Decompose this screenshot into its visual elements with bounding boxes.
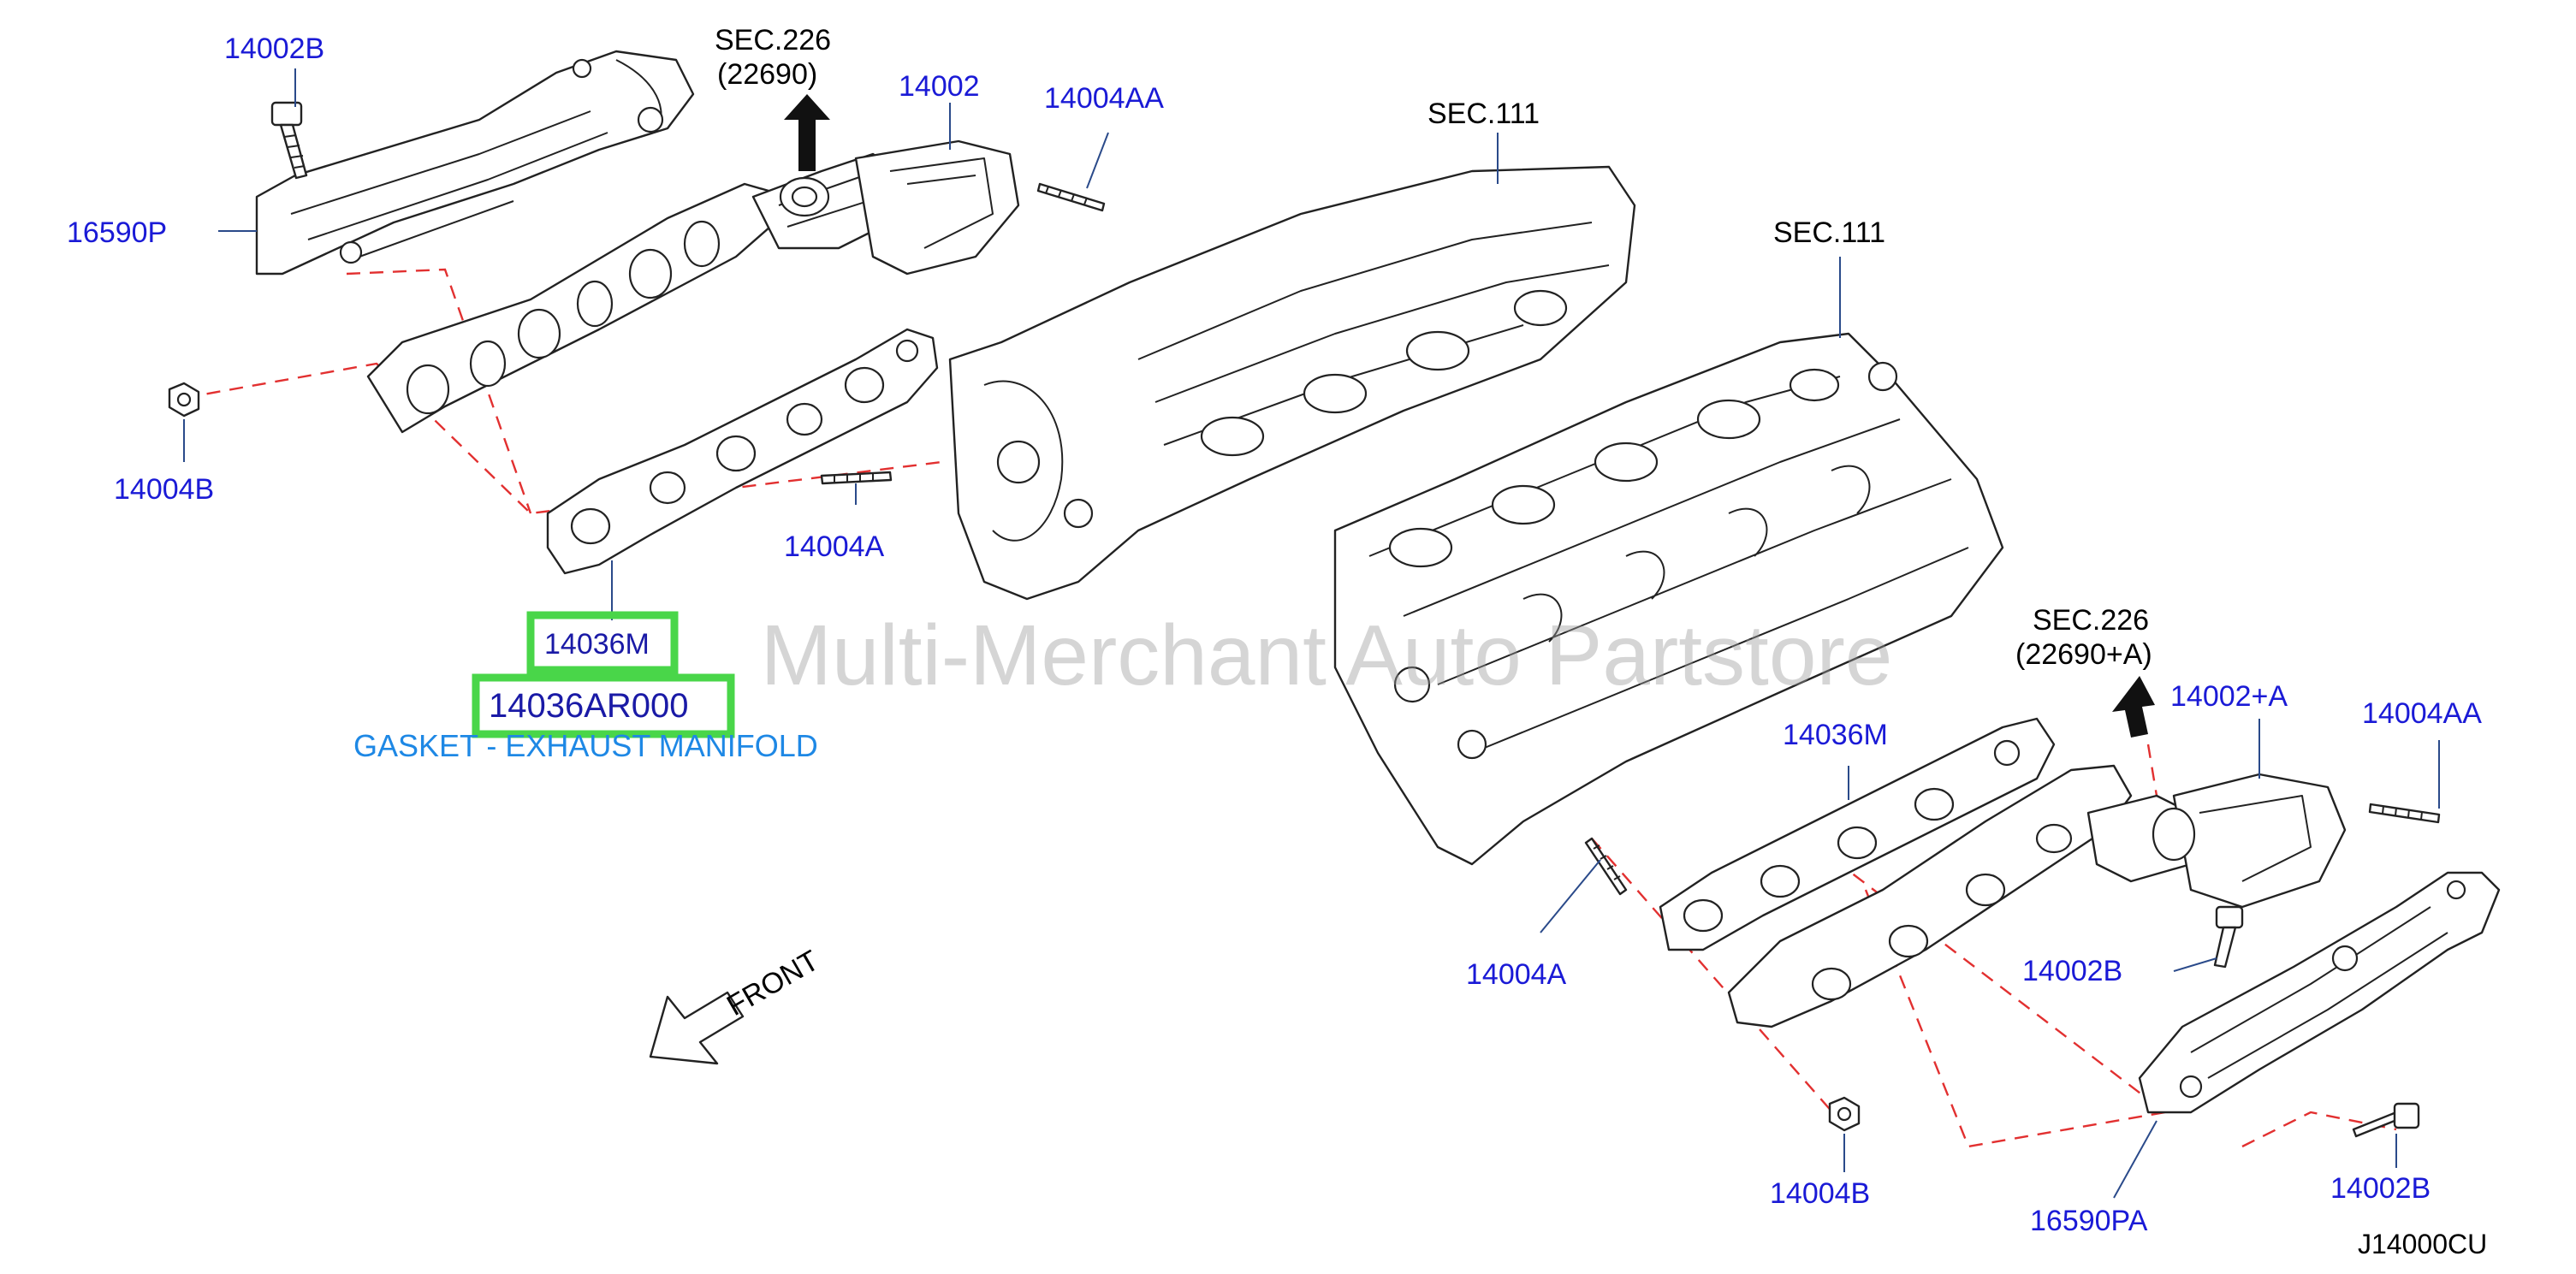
- upper-catalytic-converter-part: [779, 139, 1020, 276]
- highlight-boxes: [472, 611, 735, 738]
- lower-stud-a-part: [1584, 837, 1628, 896]
- lower-heat-shield-part: [2138, 871, 2501, 1114]
- label-upper-sec226[interactable]: SEC.226: [715, 24, 831, 56]
- label-upper-bolt-14002b[interactable]: 14002B: [224, 33, 324, 65]
- label-upper-nut-14004b[interactable]: 14004B: [114, 473, 214, 506]
- lower-catalytic-converter-part: [2152, 773, 2347, 909]
- label-upper-sec111[interactable]: SEC.111: [1427, 98, 1540, 130]
- label-lower-sec226[interactable]: SEC.226: [2033, 604, 2149, 637]
- label-lower-nut-14004b[interactable]: 14004B: [1770, 1177, 1870, 1210]
- label-gasket-description: GASKET - EXHAUST MANIFOLD: [353, 728, 818, 763]
- part-labels: 14002B SEC.226 (22690) 14002 14004AA SEC…: [67, 24, 2487, 1259]
- label-lower-heat-shield-16590pa[interactable]: 16590PA: [2030, 1205, 2148, 1237]
- label-lower-right-bolt-14002b[interactable]: 14002B: [2330, 1172, 2431, 1205]
- upper-cylinder-head-part: [948, 165, 1636, 601]
- lower-stud-aa-part: [2368, 803, 2441, 824]
- label-upper-sec226-code: (22690): [717, 58, 817, 91]
- label-lower-stud-14004a[interactable]: 14004A: [1466, 958, 1567, 991]
- label-upper-converter-14002[interactable]: 14002: [899, 70, 980, 103]
- upper-sec226-arrow: [784, 94, 830, 171]
- label-lower-converter-14002a[interactable]: 14002+A: [2170, 680, 2288, 713]
- label-upper-stud-14004a[interactable]: 14004A: [784, 530, 885, 563]
- lower-right-bolt-part: [2352, 1102, 2420, 1138]
- label-highlight-14036m[interactable]: 14036M: [544, 628, 650, 661]
- upper-heat-shield-part: [255, 50, 695, 276]
- assembly-dashed-lines: [183, 111, 2397, 1148]
- label-lower-sec111[interactable]: SEC.111: [1773, 216, 1885, 249]
- upper-gasket-part: [546, 328, 939, 575]
- label-diagram-code: J14000CU: [2358, 1229, 2487, 1259]
- lower-nut-part: [1828, 1096, 1861, 1132]
- label-part-number-14036ar000[interactable]: 14036AR000: [489, 687, 689, 725]
- lower-cylinder-head-part: [1333, 332, 2004, 866]
- label-front: FRONT: [721, 944, 824, 1022]
- leader-lines: [183, 68, 2440, 1199]
- label-lower-sec226-code: (22690+A): [2015, 638, 2152, 671]
- watermark-text: Multi-Merchant Auto Partstore: [761, 607, 1893, 703]
- label-upper-heat-shield-16590p[interactable]: 16590P: [67, 216, 167, 249]
- label-upper-stud-14004aa[interactable]: 14004AA: [1044, 82, 1164, 115]
- upper-stud-aa-part: [1036, 182, 1106, 212]
- upper-stud-a-part: [820, 471, 893, 485]
- front-direction-arrow: [649, 991, 745, 1065]
- lower-mid-bolt-part: [2213, 905, 2244, 969]
- label-lower-gasket-14036m[interactable]: 14036M: [1783, 719, 1888, 751]
- label-lower-mid-bolt-14002b[interactable]: 14002B: [2022, 955, 2122, 987]
- lower-sec226-arrow: [2112, 676, 2155, 738]
- upper-bolt-part: [270, 101, 308, 180]
- label-lower-stud-14004aa[interactable]: 14004AA: [2362, 697, 2482, 730]
- upper-nut-part: [168, 382, 200, 418]
- lower-gasket-part: [1659, 717, 2056, 951]
